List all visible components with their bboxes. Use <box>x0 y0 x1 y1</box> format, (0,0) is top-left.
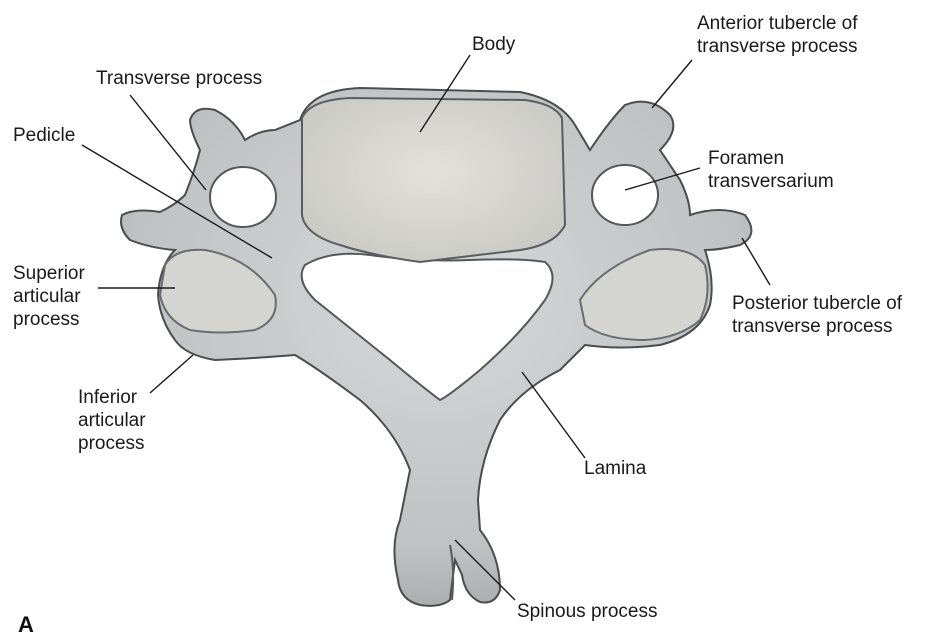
left-foramen-transversarium <box>210 167 276 227</box>
panel-letter: A <box>18 612 34 638</box>
label-inferior-articular-process: Inferior articular process <box>78 386 146 455</box>
label-foramen-transversarium: Foramen transversarium <box>708 147 834 193</box>
label-lamina: Lamina <box>584 457 646 480</box>
label-anterior-tubercle: Anterior tubercle of transverse process <box>697 12 858 58</box>
leader-lamina <box>522 372 585 458</box>
leader-inferior-articular <box>150 355 193 393</box>
leader-posterior-tubercle <box>742 238 770 285</box>
right-foramen-transversarium <box>592 165 658 225</box>
leader-anterior-tubercle <box>652 60 692 108</box>
vertebral-body-face <box>302 98 565 262</box>
label-pedicle: Pedicle <box>13 124 75 147</box>
label-transverse-process: Transverse process <box>96 67 262 90</box>
label-posterior-tubercle: Posterior tubercle of transverse process <box>732 292 902 338</box>
label-spinous-process: Spinous process <box>517 600 657 623</box>
label-superior-articular-process: Superior articular process <box>13 262 85 331</box>
leader-transverse-process <box>130 95 206 190</box>
label-body: Body <box>472 33 515 56</box>
